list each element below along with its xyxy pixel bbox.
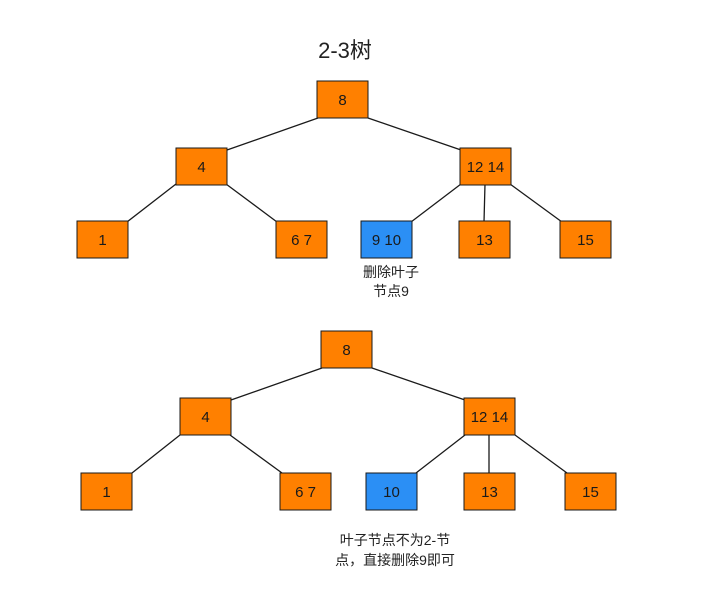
caption-after-line1: 叶子节点不为2-节 — [340, 532, 450, 548]
edge-1214-910 — [410, 183, 462, 223]
node-leaf-15: 15 — [559, 220, 612, 259]
svg-text:15: 15 — [582, 484, 599, 501]
node-leaf-15: 15 — [564, 472, 617, 511]
svg-text:6 7: 6 7 — [291, 232, 312, 249]
node-root: 8 — [316, 80, 369, 119]
tree-after: 8 4 12 14 1 6 7 10 13 15 叶子节点 — [80, 330, 617, 568]
node-leaf-6-7: 6 7 — [279, 472, 332, 511]
edge-4-1 — [131, 434, 181, 474]
node-leaf-6-7: 6 7 — [275, 220, 328, 259]
svg-text:9 10: 9 10 — [372, 232, 401, 249]
node-root: 8 — [320, 330, 373, 369]
svg-text:8: 8 — [342, 342, 350, 359]
edge-root-right — [371, 367, 466, 401]
node-leaf-10: 10 — [365, 472, 418, 511]
node-leaf-1: 1 — [80, 472, 133, 511]
node-leaf-13: 13 — [458, 220, 511, 259]
svg-text:15: 15 — [577, 232, 594, 249]
svg-text:6 7: 6 7 — [295, 484, 316, 501]
node-leaf-1: 1 — [76, 220, 129, 259]
node-12-14: 12 14 — [459, 147, 512, 186]
node-12-14: 12 14 — [463, 397, 516, 436]
node-leaf-9-10: 9 10 — [360, 220, 413, 259]
edge-root-right — [367, 117, 462, 151]
svg-text:1: 1 — [102, 484, 110, 501]
edge-root-left — [226, 117, 319, 151]
edge-4-1 — [126, 183, 177, 223]
edge-4-67 — [229, 434, 283, 474]
node-leaf-13: 13 — [463, 472, 516, 511]
edge-1214-13 — [483, 183, 486, 223]
edge-1214-15 — [509, 183, 563, 223]
edge-4-67 — [225, 183, 278, 223]
svg-text:4: 4 — [197, 159, 205, 176]
node-4: 4 — [175, 147, 228, 186]
edge-root-left — [230, 367, 323, 401]
caption-before-line1: 删除叶子 — [363, 264, 419, 280]
tree-before: 8 4 12 14 1 6 7 9 10 13 15 删除 — [76, 80, 612, 299]
node-4: 4 — [179, 397, 232, 436]
svg-text:8: 8 — [338, 92, 346, 109]
edge-1214-10 — [415, 434, 466, 474]
svg-text:13: 13 — [476, 232, 493, 249]
diagram-title: 2-3树 — [318, 38, 372, 63]
svg-text:10: 10 — [383, 484, 400, 501]
svg-text:13: 13 — [481, 484, 498, 501]
svg-text:1: 1 — [98, 232, 106, 249]
svg-text:12 14: 12 14 — [467, 159, 505, 176]
caption-before-line2: 节点9 — [373, 283, 409, 299]
caption-after-line2: 点，直接删除9即可 — [335, 552, 455, 568]
svg-text:12 14: 12 14 — [471, 409, 509, 426]
svg-text:4: 4 — [201, 409, 209, 426]
edge-1214-15 — [514, 434, 568, 474]
